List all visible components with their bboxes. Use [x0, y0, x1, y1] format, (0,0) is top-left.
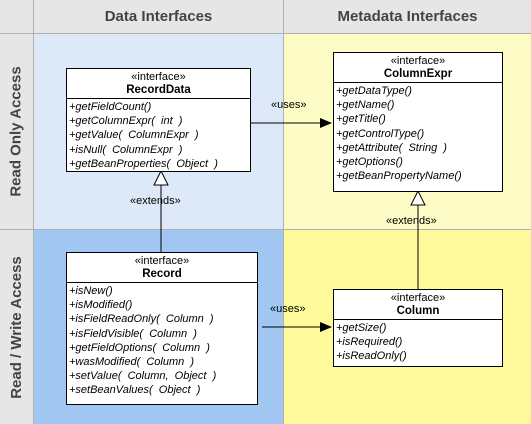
- uses-bottom-arrowhead: [320, 322, 332, 332]
- recorddata-operations: +getFieldCount() +getColumnExpr( int ) +…: [67, 99, 250, 172]
- columnexpr-op: +getBeanPropertyName(): [336, 170, 462, 183]
- recorddata-op: +getFieldCount(): [69, 101, 152, 113]
- uses-top-label: «uses»: [271, 99, 307, 111]
- record-stereotype: «interface»: [134, 255, 190, 267]
- column-header-metadata: Metadata Interfaces: [284, 0, 531, 34]
- record-header: «interface» Record: [67, 253, 257, 283]
- extends-left-label: «extends»: [130, 195, 181, 207]
- uses-bottom-label: «uses»: [270, 303, 306, 315]
- recorddata-header: «interface» RecordData: [67, 69, 250, 99]
- extends-left-arrowhead: [153, 169, 169, 186]
- columnexpr-interface-box: «interface» ColumnExpr +getDataType() +g…: [333, 52, 503, 192]
- record-op: +setValue( Column, Object ): [69, 370, 217, 383]
- record-op: +isModified(): [69, 299, 133, 312]
- record-op: +setBeanValues( Object ): [69, 384, 201, 397]
- uses-top-arrowhead: [320, 118, 332, 128]
- column-header-data: Data Interfaces: [34, 0, 284, 34]
- recorddata-stereotype: «interface»: [131, 71, 186, 83]
- recorddata-op: +isNull( ColumnExpr ): [69, 143, 183, 156]
- record-operations: +isNew() +isModified() +isFieldReadOnly(…: [67, 283, 257, 399]
- column-header: «interface» Column: [334, 290, 502, 320]
- columnexpr-operations: +getDataType() +getName() +getTitle() +g…: [334, 83, 502, 184]
- record-op: +getFieldOptions( Column ): [69, 341, 210, 354]
- row-header-readwrite: Read / Write Access: [0, 230, 34, 424]
- columnexpr-op: +getDataType(): [336, 85, 412, 97]
- recorddata-op: +getColumnExpr( int ): [69, 115, 183, 128]
- record-op: +isFieldReadOnly( Column ): [69, 313, 214, 326]
- header-corner: [0, 0, 34, 34]
- columnexpr-op: +getName(): [336, 99, 395, 112]
- extends-right-arrowhead: [410, 189, 426, 206]
- row-header-readonly: Read Only Access: [0, 34, 34, 230]
- recorddata-op: +getBeanProperties( Object ): [69, 157, 218, 170]
- columnexpr-header: «interface» ColumnExpr: [334, 53, 502, 83]
- column-op: +isReadOnly(): [336, 350, 407, 363]
- recorddata-interface-box: «interface» RecordData +getFieldCount() …: [66, 68, 251, 172]
- record-op: +wasModified( Column ): [69, 356, 195, 369]
- column-operations: +getSize() +isRequired() +isReadOnly(): [334, 320, 502, 365]
- columnexpr-op: +getAttribute( String ): [336, 141, 447, 154]
- column-op: +getSize(): [336, 322, 387, 334]
- columnexpr-op: +getControlType(): [336, 127, 425, 140]
- columnexpr-op: +getOptions(): [336, 156, 403, 169]
- column-op: +isRequired(): [336, 336, 403, 349]
- record-name: Record: [142, 268, 182, 280]
- recorddata-op: +getValue( ColumnExpr ): [69, 129, 199, 142]
- record-interface-box: «interface» Record +isNew() +isModified(…: [66, 252, 258, 405]
- record-op: +isFieldVisible( Column ): [69, 327, 197, 340]
- column-name: Column: [396, 305, 440, 317]
- columnexpr-name: ColumnExpr: [383, 68, 453, 80]
- recorddata-name: RecordData: [126, 84, 191, 96]
- extends-right-label: «extends»: [386, 215, 437, 227]
- record-op: +isNew(): [69, 285, 113, 297]
- columnexpr-stereotype: «interface»: [390, 55, 446, 67]
- column-interface-box: «interface» Column +getSize() +isRequire…: [333, 289, 503, 367]
- columnexpr-op: +getTitle(): [336, 113, 386, 126]
- column-stereotype: «interface»: [390, 292, 446, 304]
